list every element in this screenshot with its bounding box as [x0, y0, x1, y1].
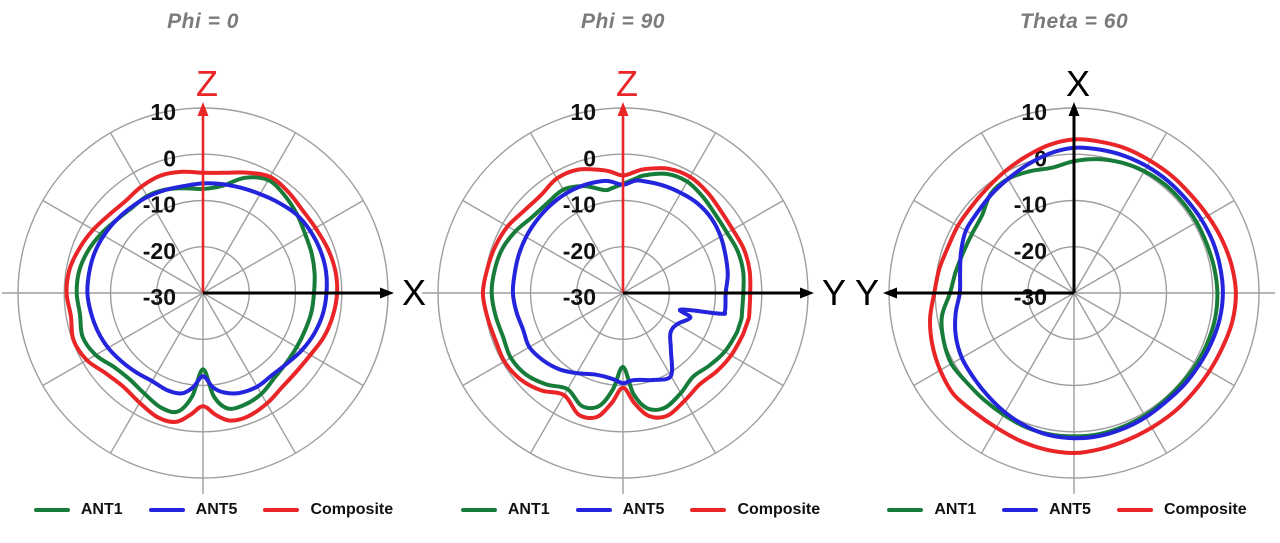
legend-item-ant5: ANT5	[575, 501, 665, 519]
ant5-line-swatch	[1002, 508, 1039, 512]
radial-tick-label: -10	[563, 192, 596, 218]
plot-phi-90: Phi = 90 10 0 -10 -20 -30 Z Y ANT1 ANT5 Compos…	[422, 0, 854, 543]
composite-line-swatch	[263, 508, 300, 512]
legend-item-ant1: ANT1	[33, 501, 123, 519]
legend-item-ant1: ANT1	[460, 501, 550, 519]
ant1-line-swatch	[460, 508, 497, 512]
plot-title: Theta = 60	[1019, 10, 1129, 33]
axis-arrowhead-z	[617, 102, 629, 116]
ant1-line-swatch	[887, 508, 924, 512]
axis-label-y: Y	[855, 272, 879, 313]
ant1-line-swatch	[33, 508, 70, 512]
legend-item-ant1: ANT1	[887, 501, 976, 519]
radial-tick-label: 0	[163, 145, 176, 171]
ant5-line-swatch	[575, 508, 612, 512]
curve-composite	[928, 137, 1238, 456]
legend-label-ant5: ANT5	[195, 501, 238, 518]
legend-item-composite: Composite	[690, 501, 820, 519]
curve-composite	[64, 169, 340, 424]
radial-tick-label: -30	[143, 284, 176, 310]
legend-label-composite: Composite	[310, 501, 394, 518]
radial-tick-label: -20	[143, 238, 176, 264]
axis-arrowhead-z	[197, 102, 209, 116]
curve-composite	[480, 166, 753, 421]
radial-tick-label: -30	[563, 284, 596, 310]
legend: ANT1 ANT5 Composite	[0, 501, 427, 519]
plot-title: Phi = 90	[581, 10, 665, 33]
radial-tick-label: 10	[1021, 99, 1047, 125]
radial-tick-label: 0	[583, 145, 596, 171]
legend-label-ant5: ANT5	[622, 501, 665, 518]
legend-item-composite: Composite	[263, 501, 393, 519]
legend-label-ant1: ANT1	[934, 501, 977, 518]
curve-ant5	[85, 181, 329, 396]
axis-label-z: Z	[196, 63, 218, 104]
ant5-line-swatch	[148, 508, 185, 512]
axis-arrowhead-y	[800, 287, 814, 299]
axis-arrowhead-y	[883, 287, 897, 299]
composite-line-swatch	[1116, 508, 1153, 512]
radial-tick-label: 10	[570, 99, 596, 125]
curve-ant1	[74, 175, 317, 415]
legend-item-ant5: ANT5	[1002, 501, 1091, 519]
axis-label-z: Z	[616, 63, 638, 104]
plot-title: Phi = 0	[167, 10, 239, 33]
legend-label-composite: Composite	[737, 501, 821, 518]
legend-label-ant5: ANT5	[1049, 501, 1091, 518]
radial-tick-label: -30	[1014, 284, 1047, 310]
composite-line-swatch	[690, 508, 727, 512]
legend: ANT1 ANT5 Composite	[427, 501, 854, 519]
curve-ant5	[510, 178, 730, 386]
radial-tick-label: -10	[1014, 192, 1047, 218]
axis-label-y: Y	[822, 272, 846, 313]
axis-arrowhead-x	[380, 287, 394, 299]
radial-tick-label: -20	[563, 238, 596, 264]
legend-label-ant1: ANT1	[80, 501, 123, 518]
legend-item-ant5: ANT5	[148, 501, 238, 519]
legend: ANT1 ANT5 Composite	[854, 501, 1280, 519]
axis-arrowhead-x	[1068, 102, 1080, 116]
curve-ant1	[489, 171, 746, 412]
radial-tick-label: -20	[1014, 238, 1047, 264]
axis-label-x: X	[1066, 63, 1090, 104]
polar-plot: 10 0 -10 -20 -30 Z Y	[422, 63, 846, 494]
legend-label-ant1: ANT1	[507, 501, 550, 518]
radial-tick-label: 10	[150, 99, 176, 125]
legend-item-composite: Composite	[1116, 501, 1247, 519]
legend-label-composite: Composite	[1163, 501, 1247, 518]
